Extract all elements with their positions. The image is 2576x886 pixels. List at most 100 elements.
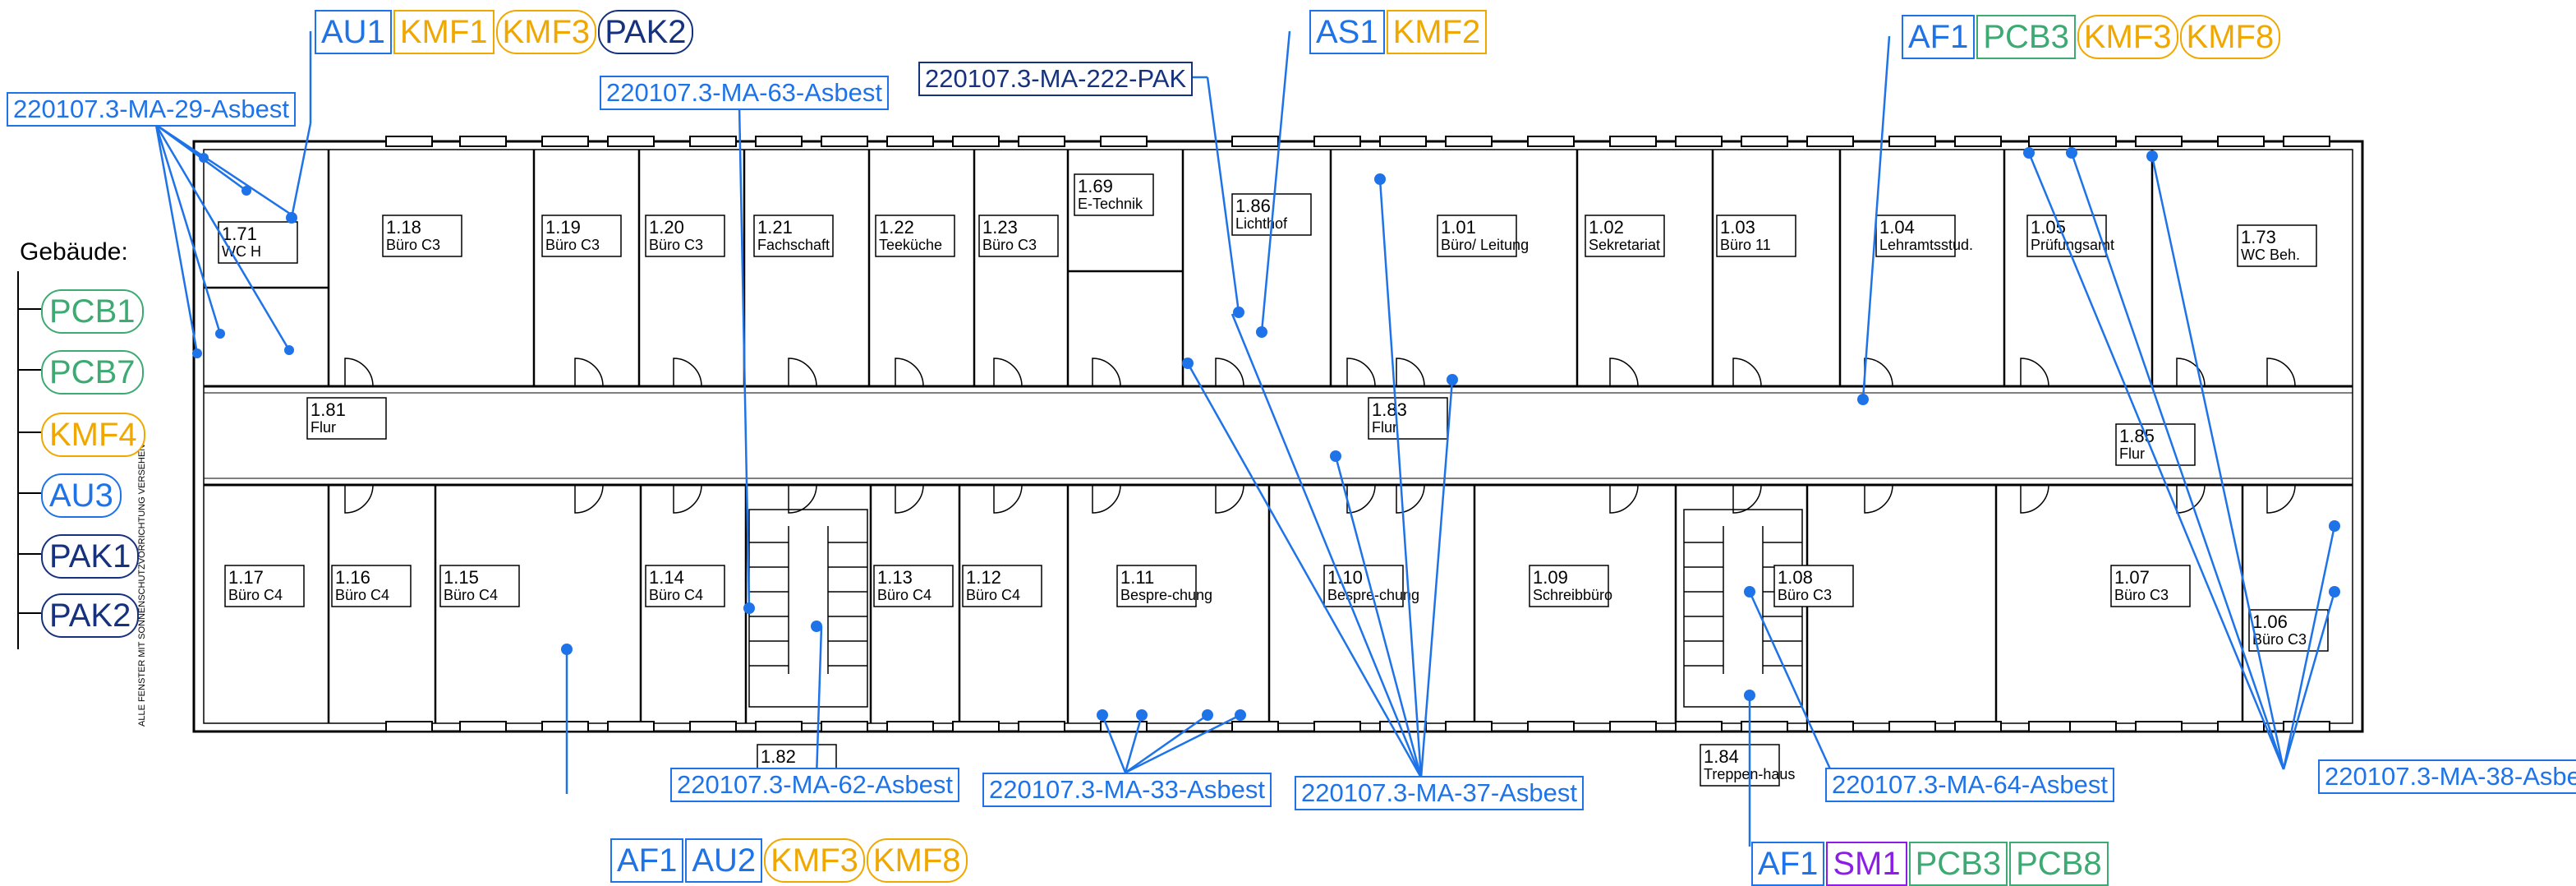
label-ma33: 220107.3-MA-33-Asbest	[982, 773, 1272, 807]
room-name: Flur	[1372, 419, 1397, 436]
leader-lines	[154, 30, 2336, 847]
window	[1675, 721, 1723, 732]
tag-kmf3: KMF3	[495, 10, 597, 54]
room-number: 1.02	[1589, 217, 1624, 238]
stair-right	[1683, 509, 1803, 708]
window	[1954, 136, 2002, 147]
window	[2283, 136, 2330, 147]
top-partitions	[204, 150, 2154, 386]
door	[895, 484, 924, 514]
legend-title: Gebäude:	[20, 238, 128, 265]
window	[1445, 136, 1493, 147]
room-number: 1.07	[2114, 567, 2150, 588]
window	[689, 721, 737, 732]
door	[1346, 358, 1376, 387]
window	[1527, 136, 1575, 147]
room-name: Büro C3	[545, 237, 600, 253]
room-number: 1.21	[757, 217, 793, 238]
label-ma63: 220107.3-MA-63-Asbest	[600, 76, 890, 110]
room-name: E-Technik	[1078, 196, 1143, 212]
door	[993, 358, 1023, 387]
room-name: Büro C3	[2114, 587, 2169, 603]
room-name: Büro C3	[1778, 587, 1832, 603]
label-ma37: 220107.3-MA-37-Asbest	[1295, 776, 1585, 810]
tag-kmf8: KMF8	[2179, 15, 2281, 59]
door	[344, 358, 374, 387]
legend-item-pak2: PAK2	[41, 593, 140, 638]
door	[1864, 358, 1893, 387]
window	[821, 721, 868, 732]
door	[895, 358, 924, 387]
tag-kmf3: KMF3	[2077, 15, 2178, 59]
window	[1527, 721, 1575, 732]
window	[1100, 136, 1148, 147]
window	[886, 721, 934, 732]
window	[1313, 721, 1361, 732]
room-name: Schreibbüro	[1533, 587, 1612, 603]
door	[1732, 358, 1762, 387]
room-name: WC H	[222, 243, 261, 260]
door	[2020, 484, 2049, 514]
room-number: 1.23	[982, 217, 1018, 238]
window	[952, 721, 1000, 732]
tag-af1: AF1	[1902, 15, 1976, 59]
room-name: Flur	[310, 419, 336, 436]
window	[1741, 136, 1788, 147]
room-number: 1.06	[2252, 611, 2288, 632]
legend-item-pak1: PAK1	[41, 534, 140, 579]
door	[1215, 484, 1244, 514]
door	[673, 358, 702, 387]
room-number: 1.03	[1720, 217, 1755, 238]
window	[755, 721, 803, 732]
window	[1018, 136, 1065, 147]
legend-bracket	[17, 271, 41, 649]
label-ma29: 220107.3-MA-29-Asbest	[7, 92, 297, 127]
window	[607, 136, 655, 147]
window	[1675, 136, 1723, 147]
room-number: 1.86	[1235, 196, 1271, 216]
room-number: 1.19	[545, 217, 581, 238]
room-name: Büro C4	[228, 587, 283, 603]
door	[574, 358, 604, 387]
room-number: 1.12	[966, 567, 1001, 588]
door	[574, 484, 604, 514]
room-name: Büro C3	[2252, 631, 2307, 648]
window	[1018, 721, 1065, 732]
room-name: Sekretariat	[1589, 237, 1660, 253]
window	[1313, 136, 1361, 147]
room-number: 1.18	[386, 217, 421, 238]
bottom-partitions	[327, 485, 2244, 723]
window	[755, 136, 803, 147]
room-name: Büro C3	[649, 237, 703, 253]
room-number: 1.15	[444, 567, 479, 588]
room-number: 1.84	[1704, 746, 1739, 767]
door	[1092, 484, 1121, 514]
label-ma62: 220107.3-MA-62-Asbest	[670, 768, 960, 802]
sample-points	[192, 147, 2340, 721]
window	[821, 136, 868, 147]
room-number: 1.71	[222, 224, 257, 244]
room-name: Büro C4	[335, 587, 389, 603]
window	[541, 721, 589, 732]
window	[2135, 721, 2183, 732]
